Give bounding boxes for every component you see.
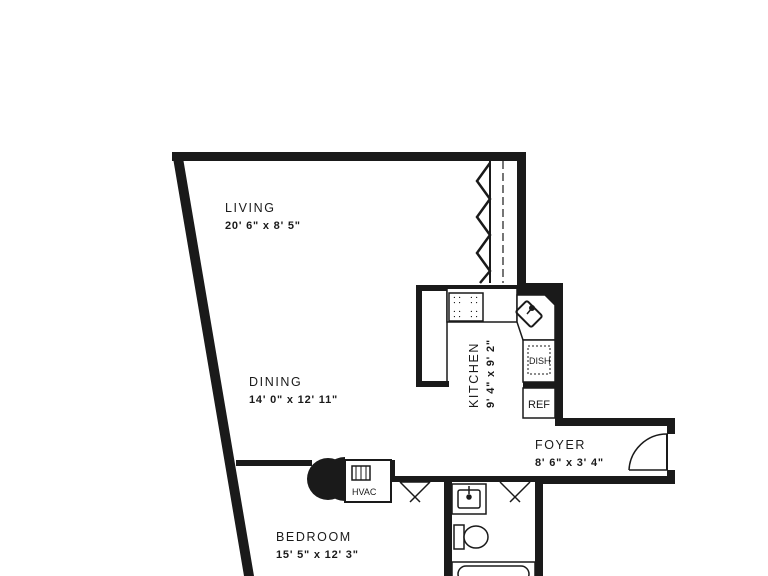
kitchen-corner-wall: [517, 283, 563, 378]
bedroom-dims: 15' 5" x 12' 3": [276, 549, 359, 561]
dining-dims: 14' 0" x 12' 11": [249, 394, 338, 406]
hvac-unit: HVAC: [307, 457, 392, 503]
foyer-label: FOYER: [535, 438, 586, 452]
closet-wall-left: [390, 460, 395, 482]
toilet-icon: [453, 524, 489, 550]
foyer-east-jamb-top: [667, 418, 675, 434]
stove-icon: [448, 292, 484, 322]
living-east-wall: [517, 152, 526, 286]
kitchen-label: KITCHEN: [467, 342, 481, 408]
west-wall: [172, 152, 254, 576]
balcony-door: [475, 161, 504, 284]
kitchen-sink-icon: [515, 300, 543, 328]
bath-door: [499, 481, 531, 503]
bathtub-icon: [451, 561, 536, 576]
bedroom-north-wall: [236, 460, 312, 466]
hvac-label: HVAC: [352, 487, 377, 497]
kitchen-east-wall: [555, 378, 563, 426]
kitchen-dims: 9' 4" x 9' 2": [485, 339, 497, 408]
doors: [399, 433, 668, 503]
foyer-bottom-wall: [535, 476, 675, 484]
bedroom-label: BEDROOM: [276, 530, 352, 544]
entry-door: [628, 433, 668, 471]
closet-door: [399, 481, 431, 503]
bath-east-wall: [535, 476, 543, 576]
living-dims: 20' 6" x 8' 5": [225, 220, 301, 232]
dishwasher-label: DISH: [529, 356, 551, 366]
bathroom-fixtures: [451, 483, 536, 576]
bath-west-wall: [444, 476, 452, 576]
refrigerator-label: REF: [528, 399, 550, 411]
corner-counter: [516, 294, 556, 341]
room-labels: LIVING 20' 6" x 8' 5" DINING 14' 0" x 12…: [225, 201, 604, 561]
living-label: LIVING: [225, 201, 276, 215]
foyer-dims: 8' 6" x 3' 4": [535, 457, 604, 469]
dishwasher: DISH: [527, 345, 551, 375]
closet-wall-bottom: [390, 476, 535, 482]
foyer-top-wall: [555, 418, 675, 426]
dining-label: DINING: [249, 375, 302, 389]
exterior-walls: [172, 152, 675, 576]
refrigerator: REF: [522, 382, 556, 419]
peninsula-counter: [417, 287, 448, 386]
top-wall: [172, 152, 526, 161]
